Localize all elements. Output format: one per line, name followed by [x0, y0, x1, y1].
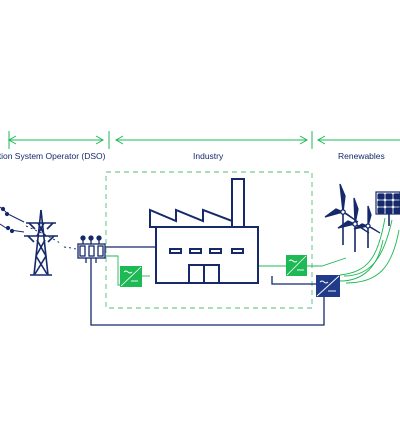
transformer-icon [77, 235, 106, 263]
converter-icon [286, 255, 307, 276]
renewables-section-label: Renewables [338, 151, 385, 161]
industry-bracket [108, 131, 313, 149]
wind-turbine-icon [353, 205, 381, 248]
industry-frame [105, 171, 313, 309]
solar-panel-icon [375, 191, 400, 226]
converter-icon [120, 266, 142, 287]
factory-icon [149, 178, 259, 284]
renewables-bracket [316, 135, 400, 145]
transmission-tower-icon [24, 209, 58, 276]
wind-turbine-icon [324, 183, 359, 245]
navy-wiring [90, 246, 325, 326]
dso-bracket [7, 131, 105, 149]
industry-section-label: Industry [193, 151, 224, 161]
converter-icon [316, 275, 340, 297]
dso-section-label: ution System Operator (DSO) [0, 151, 106, 161]
